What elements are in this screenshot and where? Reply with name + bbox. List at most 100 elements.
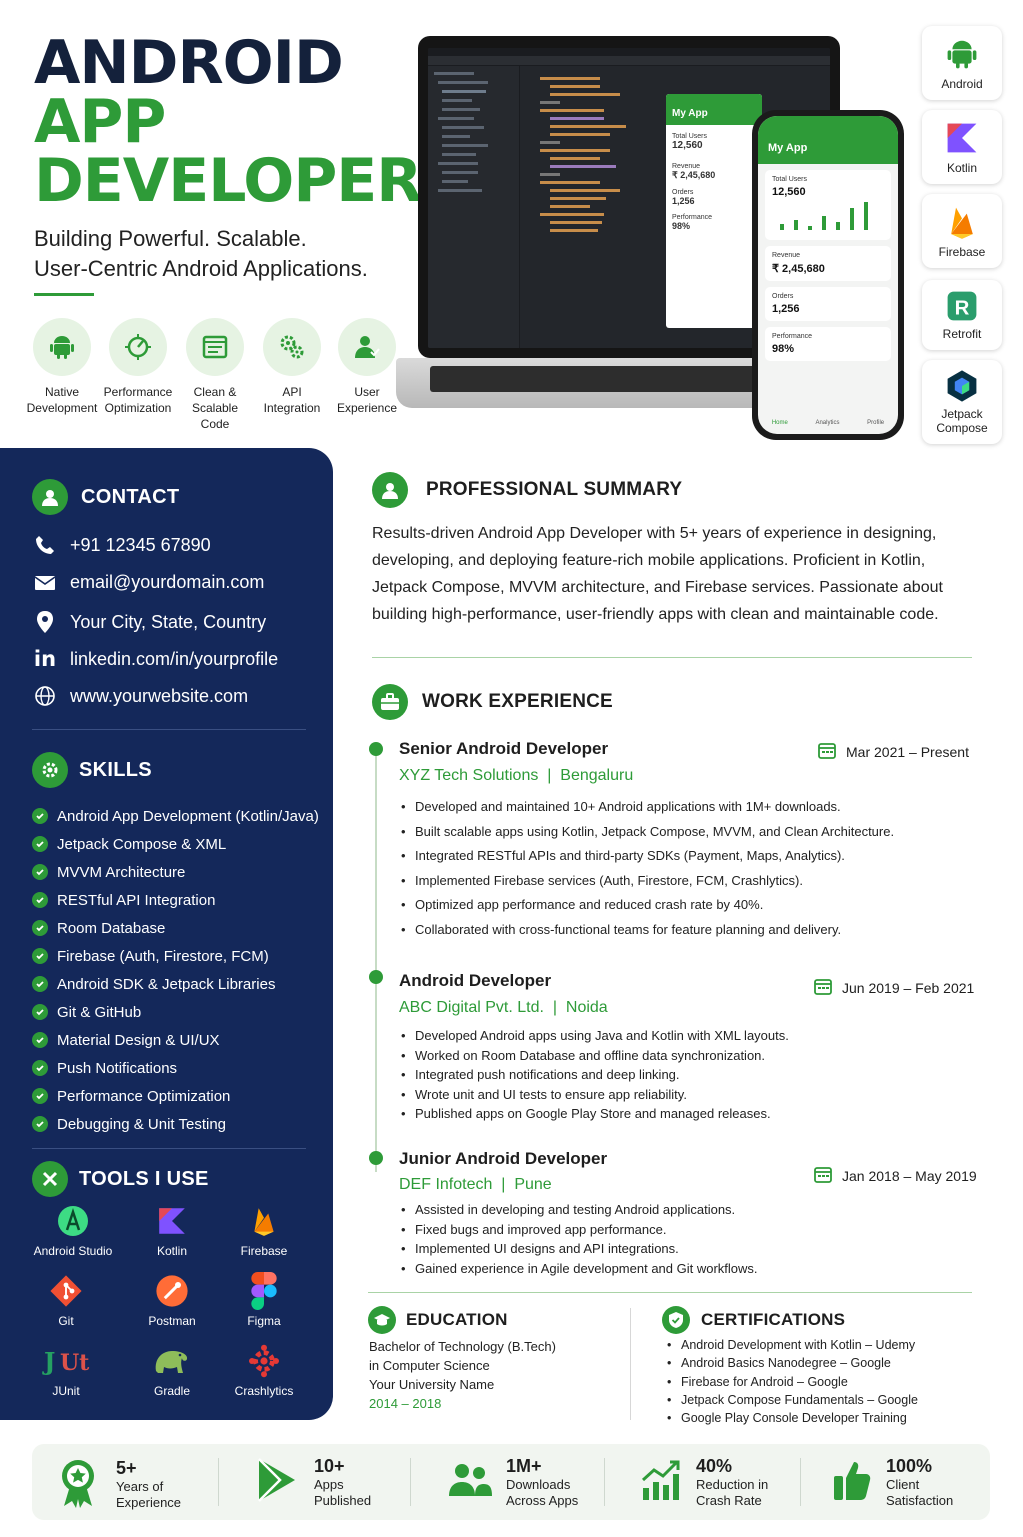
education-heading: EDUCATION (368, 1306, 508, 1334)
contact-linkedin-text: linkedin.com/in/yourprofile (70, 648, 279, 669)
nav-profile: Profile (867, 420, 885, 426)
tools-heading-label: TOOLS I USE (79, 1167, 209, 1190)
stats-divider (800, 1458, 801, 1506)
android-studio-icon (28, 1202, 118, 1240)
calendar-icon (814, 977, 832, 998)
job-date-text: Jun 2019 – Feb 2021 (842, 979, 975, 996)
tech-label: Android (941, 77, 983, 91)
check-icon (32, 948, 48, 964)
phone-illustration: My App Total Users 12,560 Revenue₹ 2,45,… (752, 110, 904, 440)
skill-item: Firebase (Auth, Firestore, FCM) (32, 942, 322, 970)
card-value: ₹ 2,45,680 (772, 263, 825, 275)
users-bar-chart (780, 202, 868, 230)
skill-item: Material Design & UI/UX (32, 1026, 322, 1054)
title-line-1: ANDROID (34, 28, 344, 98)
tech-jetpack-compose: Jetpack Compose (922, 360, 1002, 444)
stat-caption: Apps (314, 1477, 344, 1492)
education-degree: Bachelor of Technology (B.Tech) (369, 1339, 556, 1354)
job-bullet: Optimized app performance and reduced cr… (399, 893, 969, 918)
job-bullet: Collaborated with cross-functional teams… (399, 918, 969, 943)
contact-email[interactable]: email@yourdomain.com (32, 572, 264, 593)
skill-label: Jetpack Compose & XML (57, 835, 227, 853)
tool-label: Android Studio (33, 1244, 113, 1258)
contact-linkedin[interactable]: in linkedin.com/in/yourprofile (32, 647, 278, 671)
award-icon (58, 1456, 98, 1513)
stat-caption: Downloads (506, 1477, 571, 1492)
job-bullet: Built scalable apps using Kotlin, Jetpac… (399, 820, 969, 845)
certifications-heading: CERTIFICATIONS (662, 1306, 845, 1334)
briefcase-icon (372, 684, 408, 720)
job-company-name: ABC Digital Pvt. Ltd. (399, 999, 544, 1016)
check-icon (32, 920, 48, 936)
contact-website[interactable]: www.yourwebsite.com (32, 685, 248, 707)
job-bullet: Integrated RESTful APIs and third-party … (399, 844, 969, 869)
check-icon (32, 836, 48, 852)
certification-item: Firebase for Android – Google (665, 1373, 985, 1392)
ide-preview-value: 12,560 (672, 140, 703, 151)
tech-retrofit: R Retrofit (922, 280, 1002, 350)
play-store-icon (256, 1456, 298, 1509)
check-icon (32, 808, 48, 824)
certification-item: Jetpack Compose Fundamentals – Google (665, 1391, 985, 1410)
vertical-divider (630, 1308, 631, 1420)
job-dates: Jun 2019 – Feb 2021 (814, 977, 974, 998)
tools-heading: TOOLS I USE (32, 1161, 209, 1197)
feature-label: Clean & Scalable (191, 385, 239, 415)
stats-divider (604, 1458, 605, 1506)
sidebar (0, 448, 333, 1420)
stat-caption: Years of (116, 1479, 164, 1494)
growth-chart-icon (640, 1458, 682, 1507)
contact-phone-text: +91 12345 67890 (70, 534, 211, 555)
sidebar-divider (32, 729, 306, 730)
tool-android-studio: Android Studio (28, 1202, 118, 1258)
skill-label: Performance Optimization (57, 1087, 231, 1105)
card-label: Orders (772, 293, 794, 300)
tool-kotlin: Kotlin (127, 1202, 217, 1258)
job-title: Android Developer (399, 971, 552, 990)
ide-preview-label: Orders (672, 189, 694, 196)
kotlin-icon (127, 1202, 217, 1240)
contact-location: Your City, State, Country (32, 610, 266, 634)
feature-label: Performance (103, 385, 173, 399)
tool-label: Postman (148, 1314, 196, 1328)
job-dates: Mar 2021 – Present (818, 741, 969, 762)
contact-email-text: email@yourdomain.com (70, 572, 265, 592)
skill-label: Room Database (57, 919, 166, 937)
contact-phone[interactable]: +91 12345 67890 (32, 534, 211, 556)
contact-heading-label: CONTACT (81, 485, 180, 508)
timeline-dot (369, 1151, 383, 1165)
tech-label: Kotlin (946, 161, 978, 175)
job-bullet: Assisted in developing and testing Andro… (399, 1200, 969, 1220)
skills-heading: SKILLS (32, 752, 152, 788)
tool-label: Git (58, 1314, 74, 1328)
stat-caption: Satisfaction (886, 1493, 954, 1508)
check-icon (32, 1060, 48, 1076)
globe-icon (32, 685, 58, 707)
user-icon (338, 318, 396, 376)
check-icon (32, 864, 48, 880)
job-company: DEF Infotech | Pune (399, 1176, 552, 1193)
job-company-name: DEF Infotech (399, 1176, 493, 1193)
postman-icon (127, 1272, 217, 1310)
tools-icon (32, 1161, 68, 1197)
tagline-line-1: Building Powerful. Scalable. (34, 226, 307, 251)
nav-analytics: Analytics (815, 420, 840, 426)
contact-location-text: Your City, State, Country (70, 611, 267, 632)
job-bullet: Gained experience in Agile development a… (399, 1259, 969, 1279)
phone-screen: My App Total Users 12,560 Revenue₹ 2,45,… (758, 116, 898, 434)
stat-value: 1M+ (506, 1456, 542, 1476)
stat-caption: Crash Rate (696, 1493, 762, 1508)
tool-label: Gradle (153, 1384, 191, 1398)
ide-preview-label: Performance (672, 214, 713, 221)
gradle-icon (127, 1342, 217, 1380)
card-label: Performance (772, 333, 813, 340)
title-line-3: DEVELOPER (34, 146, 422, 216)
summary-line: Jetpack Compose, MVVM architecture, and … (372, 579, 943, 596)
users-icon (448, 1460, 492, 1505)
person-icon (372, 472, 408, 508)
tool-figma: Figma (219, 1272, 309, 1328)
check-icon (32, 1004, 48, 1020)
